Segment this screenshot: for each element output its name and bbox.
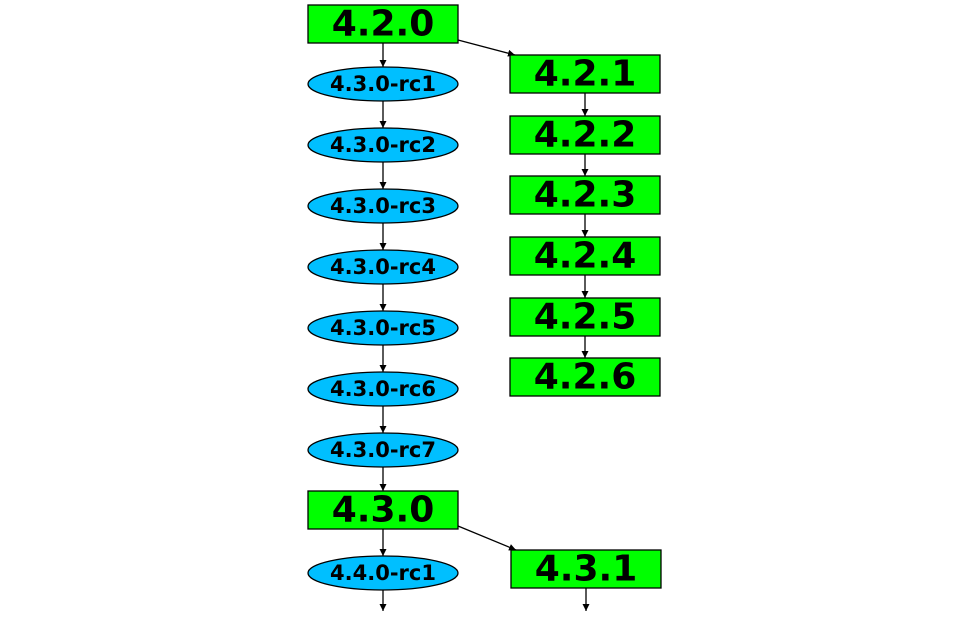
release-box bbox=[307, 490, 459, 530]
rc-oval bbox=[307, 249, 459, 285]
node-label: 4.3.0-rc4 bbox=[330, 255, 436, 279]
release-box bbox=[509, 297, 661, 337]
rc-node-v430rc3: 4.3.0-rc3 bbox=[307, 188, 459, 224]
release-box bbox=[510, 549, 662, 589]
rc-oval bbox=[307, 555, 459, 591]
rc-oval bbox=[307, 432, 459, 468]
release-box bbox=[509, 175, 661, 215]
node-label: 4.3.0-rc2 bbox=[330, 133, 436, 157]
nodes: 4.2.0 4.3.0-rc1 4.3.0-rc2 4.3.0-rc3 4.3.0-rc… bbox=[307, 4, 662, 591]
node-label: 4.3.0-rc7 bbox=[330, 438, 436, 462]
release-box bbox=[307, 4, 459, 44]
rc-oval bbox=[307, 188, 459, 224]
rc-node-v430rc4: 4.3.0-rc4 bbox=[307, 249, 459, 285]
release-node-v430: 4.3.0 bbox=[307, 490, 459, 531]
edge-v430-to-v431 bbox=[457, 525, 517, 551]
release-node-v420: 4.2.0 bbox=[307, 4, 459, 45]
release-box bbox=[509, 54, 661, 94]
rc-oval bbox=[307, 127, 459, 163]
node-label: 4.3.1 bbox=[535, 549, 638, 590]
node-label: 4.2.2 bbox=[534, 115, 637, 156]
edge-v420-to-v421 bbox=[457, 39, 516, 57]
edges bbox=[379, 39, 590, 611]
release-node-v425: 4.2.5 bbox=[509, 297, 661, 338]
release-box bbox=[509, 236, 661, 276]
node-label: 4.3.0-rc6 bbox=[330, 377, 436, 401]
release-node-v422: 4.2.2 bbox=[509, 115, 661, 156]
rc-node-v430rc6: 4.3.0-rc6 bbox=[307, 371, 459, 407]
rc-node-v430rc7: 4.3.0-rc7 bbox=[307, 432, 459, 468]
node-label: 4.4.0-rc1 bbox=[330, 561, 436, 585]
node-label: 4.3.0 bbox=[332, 490, 435, 531]
rc-node-v430rc2: 4.3.0-rc2 bbox=[307, 127, 459, 163]
rc-oval bbox=[307, 310, 459, 346]
release-node-v431: 4.3.1 bbox=[510, 549, 662, 590]
release-node-v424: 4.2.4 bbox=[509, 236, 661, 277]
rc-node-v440rc1: 4.4.0-rc1 bbox=[307, 555, 459, 591]
rc-node-v430rc1: 4.3.0-rc1 bbox=[307, 66, 459, 102]
release-node-v423: 4.2.3 bbox=[509, 175, 661, 216]
node-label: 4.2.4 bbox=[534, 236, 637, 277]
release-node-v426: 4.2.6 bbox=[509, 357, 661, 398]
rc-oval bbox=[307, 66, 459, 102]
rc-oval bbox=[307, 371, 459, 407]
node-label: 4.3.0-rc3 bbox=[330, 194, 436, 218]
node-label: 4.2.5 bbox=[534, 297, 637, 338]
node-label: 4.2.6 bbox=[534, 357, 637, 398]
release-node-v421: 4.2.1 bbox=[509, 54, 661, 95]
node-label: 4.2.1 bbox=[534, 54, 637, 95]
rc-node-v430rc5: 4.3.0-rc5 bbox=[307, 310, 459, 346]
release-box bbox=[509, 357, 661, 397]
node-label: 4.2.0 bbox=[332, 4, 435, 45]
release-box bbox=[509, 115, 661, 155]
node-label: 4.2.3 bbox=[534, 175, 637, 216]
node-label: 4.3.0-rc5 bbox=[330, 316, 436, 340]
node-label: 4.3.0-rc1 bbox=[330, 72, 436, 96]
